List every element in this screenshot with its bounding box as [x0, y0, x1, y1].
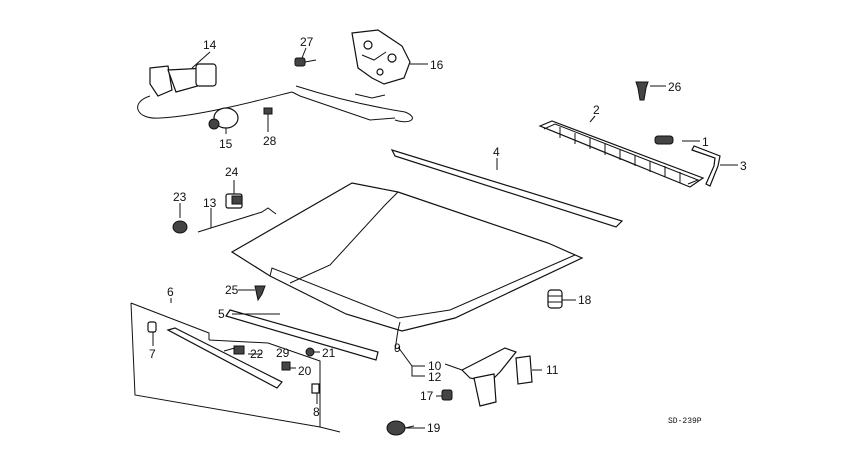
callout-9: 9	[394, 341, 401, 355]
callout-4: 4	[493, 145, 500, 159]
hood-latch	[351, 29, 411, 85]
bolt-28	[263, 107, 273, 124]
grille-clip	[654, 135, 674, 145]
front-molding-assembly	[130, 302, 379, 433]
callout-6: 6	[167, 285, 174, 299]
nut-21	[305, 347, 315, 357]
bracket-11	[515, 355, 533, 385]
callout-29: 29	[276, 346, 290, 360]
callout-7: 7	[149, 347, 156, 361]
callout-18: 18	[578, 293, 592, 307]
nut-17	[441, 389, 453, 401]
callout-1: 1	[702, 135, 709, 149]
bolt-27	[294, 57, 317, 67]
callout-26: 26	[668, 80, 682, 94]
callout-2: 2	[593, 103, 600, 117]
hood-weatherstrip	[390, 149, 624, 228]
hood-panel	[230, 182, 584, 351]
grommet-15	[208, 107, 239, 130]
callout-21: 21	[322, 346, 336, 360]
callout-23: 23	[173, 190, 187, 204]
hood-hinge	[460, 347, 517, 407]
stay-rod	[197, 207, 277, 233]
leader-lines	[152, 47, 738, 429]
clip-7	[147, 321, 157, 333]
callout-16: 16	[430, 58, 444, 72]
callout-17: 17	[420, 389, 434, 403]
callout-12: 12	[428, 370, 442, 384]
callout-20: 20	[298, 364, 312, 378]
callout-5: 5	[218, 307, 225, 321]
callout-22: 22	[250, 347, 264, 361]
clip-26	[635, 81, 649, 101]
callout-27: 27	[300, 35, 314, 49]
diagram-code: SD-239P	[668, 417, 702, 426]
callout-13: 13	[203, 196, 217, 210]
stay-rod-holder	[225, 193, 243, 209]
callout-24: 24	[225, 165, 239, 179]
clip-25	[254, 285, 266, 302]
cowl-vent-grille	[538, 120, 705, 188]
callout-10: 10	[428, 359, 442, 373]
callout-25: 25	[225, 283, 239, 297]
cushion-23	[172, 220, 188, 234]
clip-20	[281, 361, 291, 371]
callout-labels: 1 2 3 4 5 6 7 8 9 10 11 12 13 14 15 16 1…	[149, 35, 747, 435]
clip-22	[233, 345, 245, 355]
callout-28: 28	[263, 134, 277, 148]
callout-19: 19	[427, 421, 441, 435]
callout-3: 3	[740, 159, 747, 173]
callout-15: 15	[219, 137, 233, 151]
support-rod	[691, 145, 721, 187]
callout-8: 8	[313, 405, 320, 419]
callout-14: 14	[203, 38, 217, 52]
release-handle-cable	[137, 63, 413, 123]
callout-11: 11	[546, 363, 559, 377]
clip-8	[311, 383, 320, 394]
cushion-18	[547, 289, 563, 309]
